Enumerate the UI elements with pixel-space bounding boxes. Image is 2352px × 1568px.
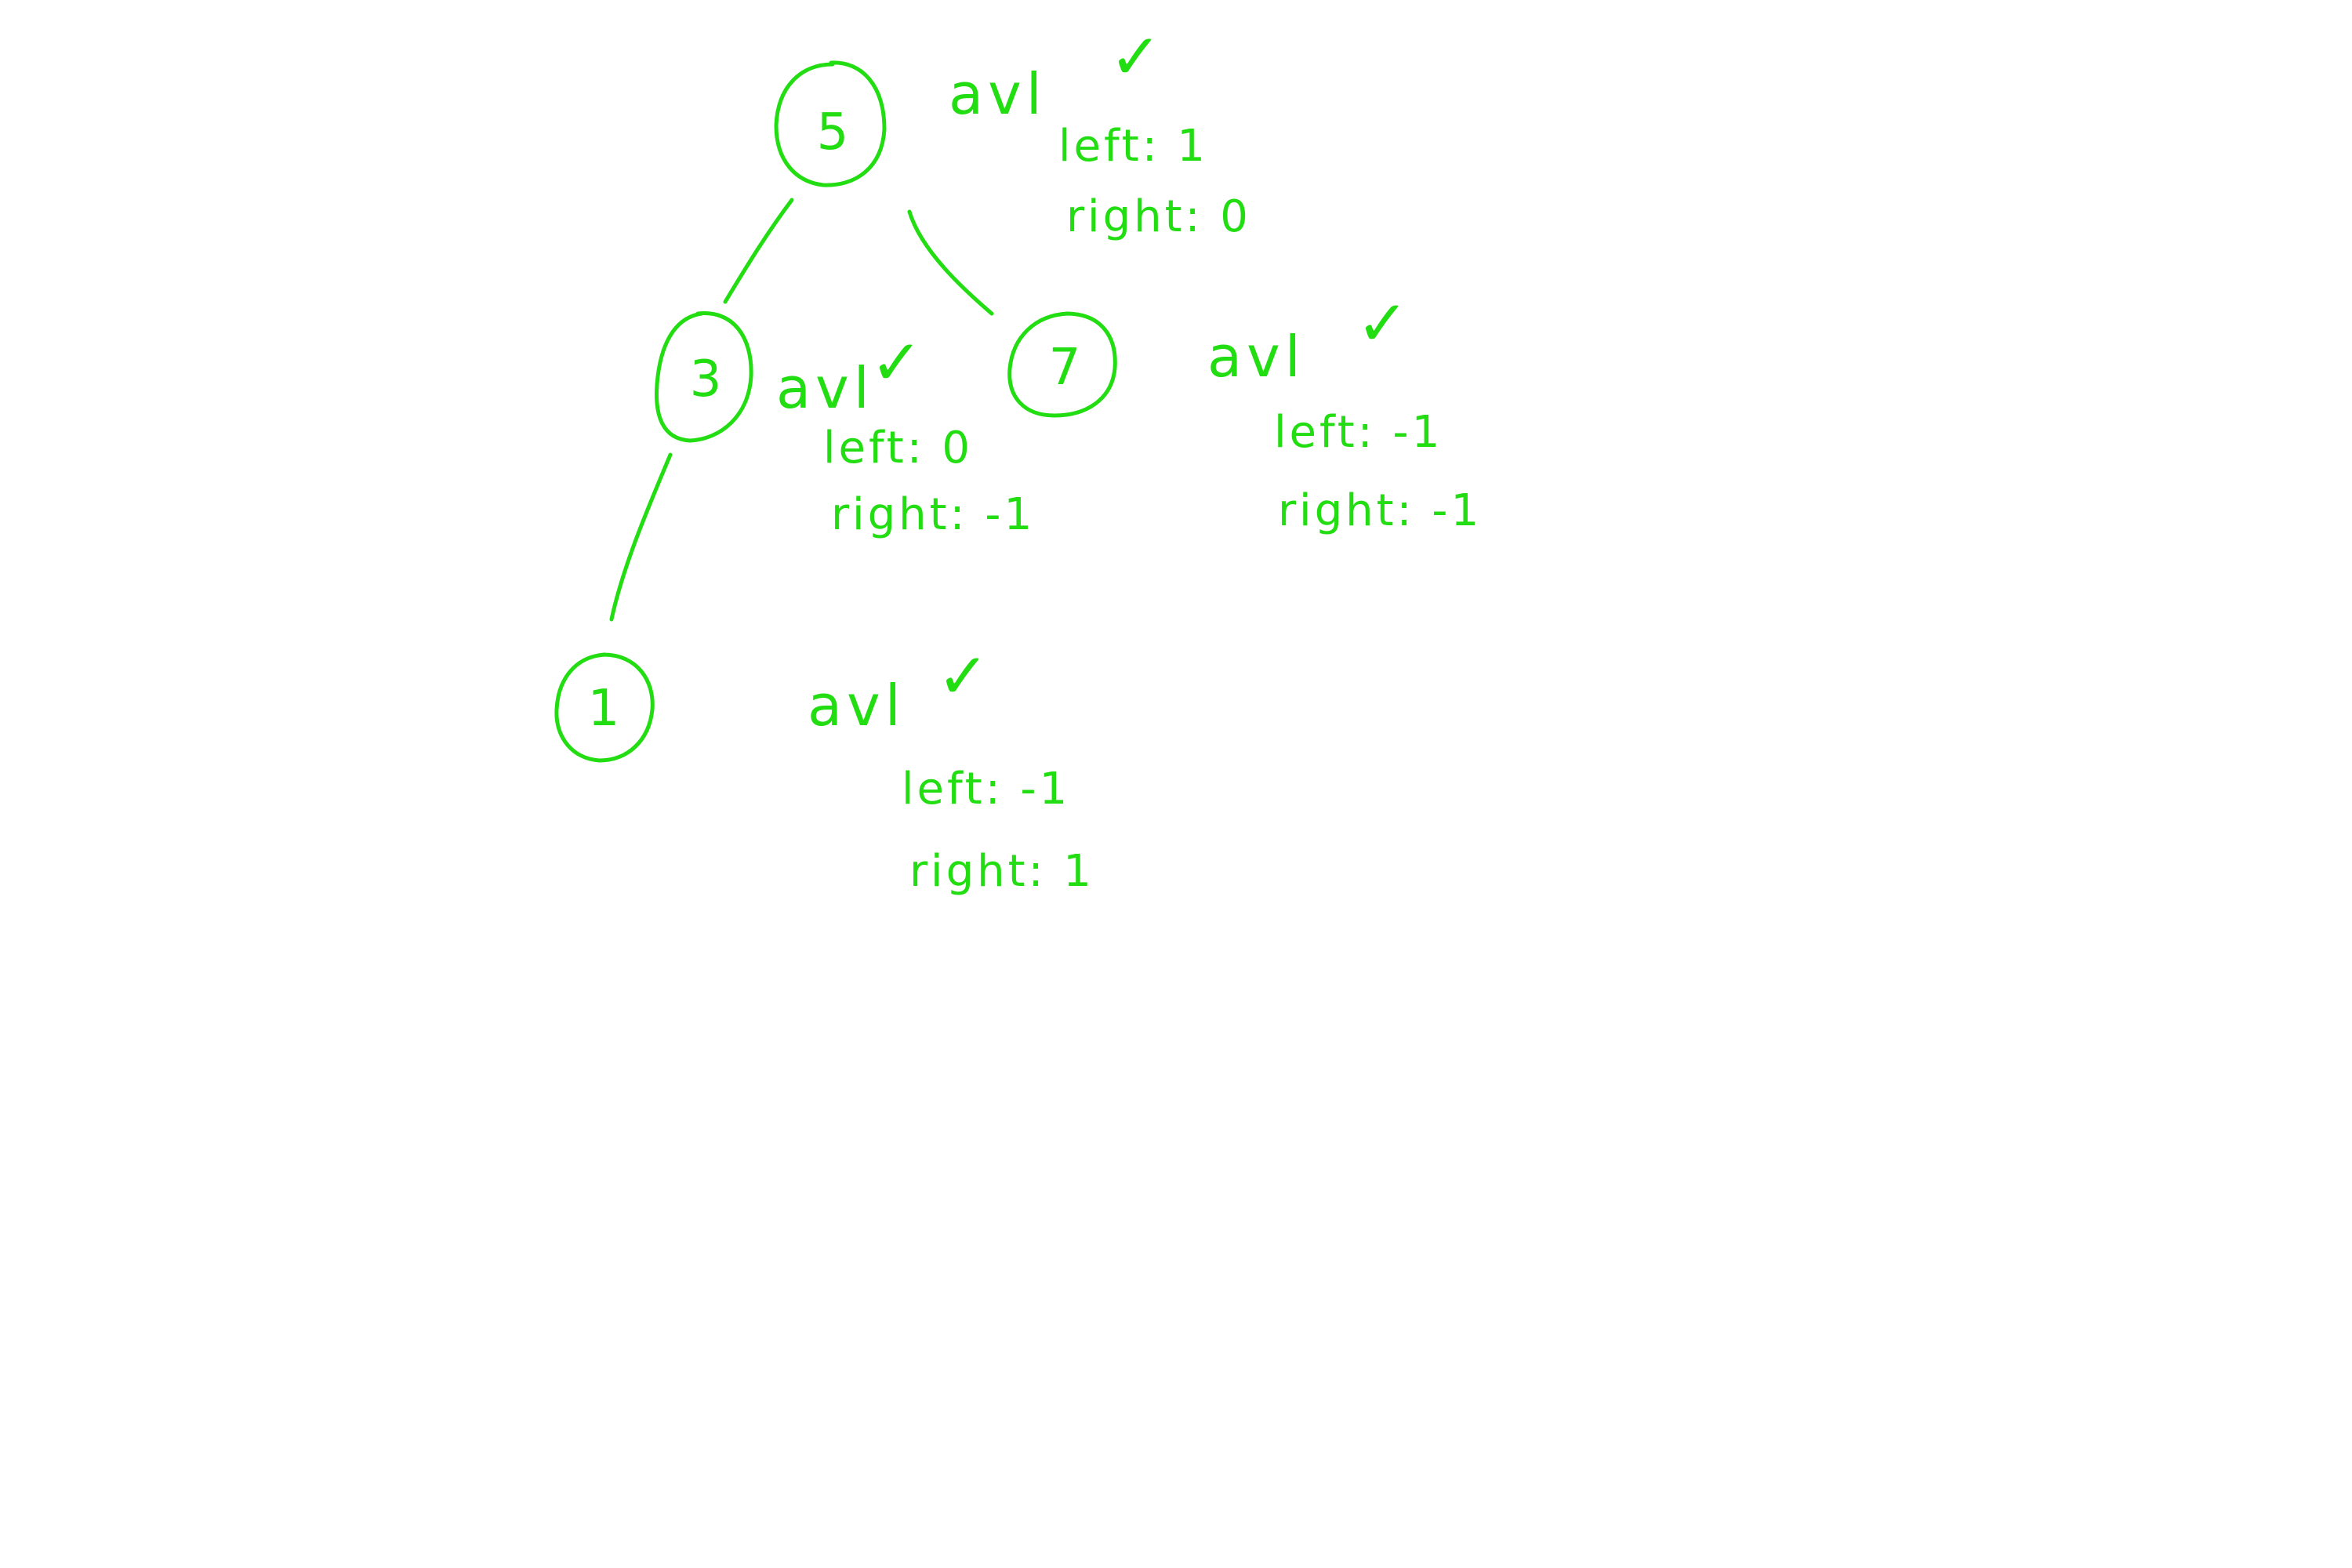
node-value-5: 5: [817, 103, 849, 162]
edge-left-leftleft: [609, 452, 673, 622]
check-icon: ✓: [1109, 20, 1162, 93]
right-height-label: right: 1: [909, 846, 1094, 897]
node-circle-5: [774, 60, 887, 187]
tree-node-3: 3: [655, 311, 753, 443]
node-circle-3: [655, 311, 753, 443]
annotation-node-3: avl ✓ left: 0 right: -1: [776, 326, 1035, 540]
edge-root-right: [907, 209, 994, 316]
node-value-7: 7: [1049, 339, 1081, 397]
check-icon: ✓: [870, 326, 923, 399]
tree-node-5: 5: [774, 60, 887, 187]
left-height-label: left: -1: [902, 764, 1070, 815]
annotation-node-5: avl ✓ left: 1 right: 0: [949, 20, 1251, 242]
avl-label: avl: [1207, 324, 1305, 390]
node-circle-1: [554, 652, 655, 763]
annotation-node-1: avl ✓ left: -1 right: 1: [808, 640, 1094, 897]
avl-label: avl: [949, 61, 1047, 127]
node-value-1: 1: [588, 680, 620, 738]
right-height-label: right: -1: [1278, 485, 1482, 536]
tree-node-7: 7: [1007, 311, 1117, 418]
node-value-3: 3: [690, 350, 722, 408]
right-height-label: right: -1: [831, 489, 1035, 540]
left-height-label: left: 1: [1058, 121, 1208, 172]
check-icon: ✓: [937, 640, 989, 713]
left-height-label: left: 0: [823, 423, 973, 474]
tree-node-1: 1: [554, 652, 655, 763]
right-height-label: right: 0: [1066, 191, 1251, 242]
annotation-node-7: avl ✓ left: -1 right: -1: [1207, 287, 1482, 536]
avl-label: avl: [776, 355, 874, 421]
node-circle-7: [1007, 311, 1117, 418]
edge-root-left: [723, 198, 794, 304]
check-icon: ✓: [1356, 287, 1409, 360]
avl-label: avl: [808, 673, 906, 739]
left-height-label: left: -1: [1274, 407, 1443, 458]
